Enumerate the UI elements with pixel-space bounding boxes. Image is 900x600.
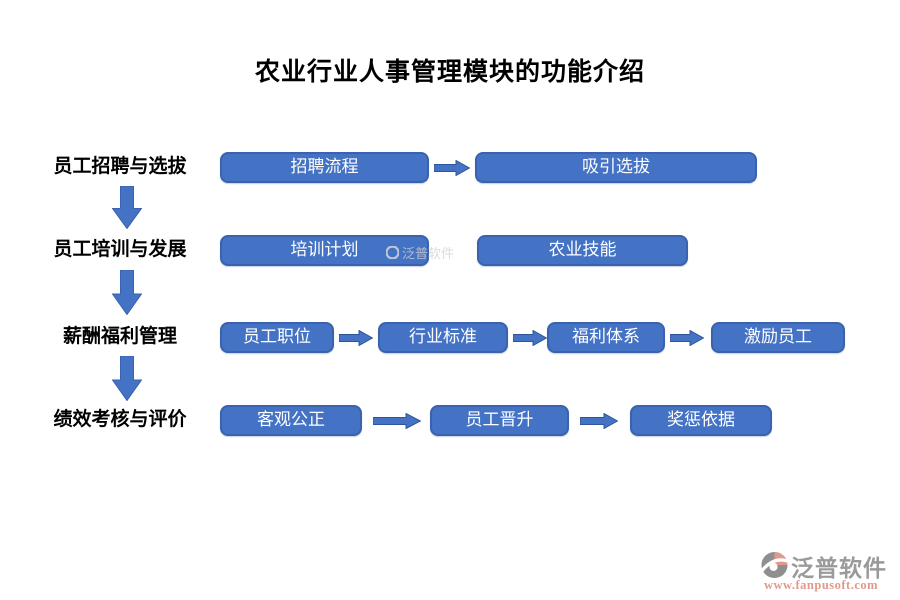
right-arrow-icon bbox=[670, 330, 704, 346]
right-arrow-icon bbox=[339, 330, 373, 346]
row-label-compensation: 薪酬福利管理 bbox=[62, 326, 177, 347]
row-label-training: 员工培训与发展 bbox=[53, 239, 187, 260]
flow-box-reward-punish-basis: 奖惩依据 bbox=[630, 405, 772, 436]
flow-box-welfare-system: 福利体系 bbox=[547, 322, 665, 353]
row-label-recruitment: 员工招聘与选拔 bbox=[53, 156, 187, 177]
flow-box-employee-promotion: 员工晋升 bbox=[430, 405, 569, 436]
flow-box-training-plan: 培训计划 bbox=[220, 235, 429, 266]
brand-url: www.fanpusoft.com bbox=[764, 578, 879, 592]
flow-box-motivate-employees: 激励员工 bbox=[711, 322, 845, 353]
page-title: 农业行业人事管理模块的功能介绍 bbox=[254, 59, 645, 86]
right-arrow-icon bbox=[373, 413, 421, 429]
row-label-performance: 绩效考核与评价 bbox=[53, 409, 187, 430]
brand-name: 泛普软件 bbox=[791, 556, 887, 581]
down-arrow-icon bbox=[112, 356, 142, 401]
flow-box-agri-skill: 农业技能 bbox=[477, 235, 688, 266]
flow-box-recruit-process: 招聘流程 bbox=[220, 152, 429, 183]
flow-box-attract-select: 吸引选拔 bbox=[475, 152, 757, 183]
right-arrow-icon bbox=[434, 160, 470, 176]
flow-box-employee-position: 员工职位 bbox=[220, 322, 334, 353]
flow-box-industry-standard: 行业标准 bbox=[378, 322, 508, 353]
brand-logo-icon bbox=[760, 551, 789, 579]
right-arrow-icon bbox=[513, 330, 547, 346]
down-arrow-icon bbox=[112, 270, 142, 315]
flow-box-objective-fair: 客观公正 bbox=[220, 405, 362, 436]
down-arrow-icon bbox=[112, 186, 142, 229]
right-arrow-icon bbox=[580, 413, 618, 429]
